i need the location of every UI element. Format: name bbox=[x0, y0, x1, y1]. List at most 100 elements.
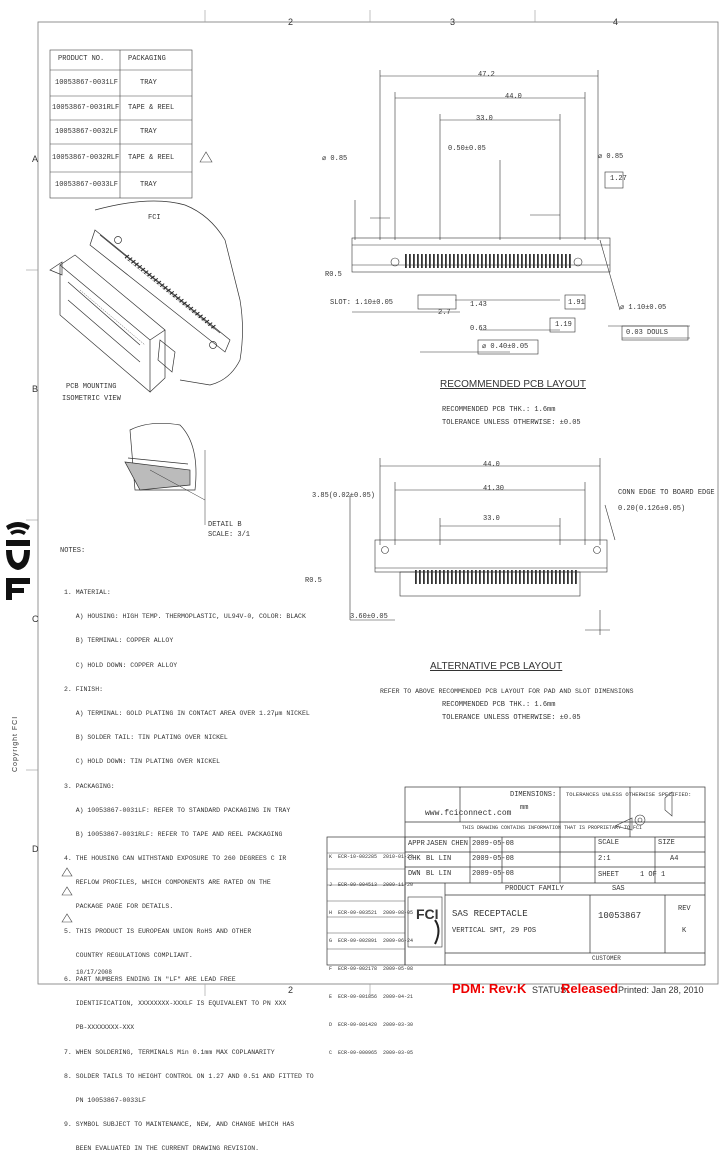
iso-pin bbox=[140, 267, 146, 272]
pin-pad bbox=[571, 570, 573, 584]
alt-layout-title: ALTERNATIVE PCB LAYOUT bbox=[430, 661, 563, 672]
dims-value: mm bbox=[520, 804, 529, 812]
pin-pad bbox=[409, 254, 411, 268]
iso-pin bbox=[156, 280, 162, 285]
pin-pad bbox=[417, 254, 419, 268]
table-cell: TRAY bbox=[140, 128, 157, 136]
drawing-title-1: SAS RECEPTACLE bbox=[452, 909, 528, 919]
revision-row: F ECR-09-002178 2009-05-08 bbox=[329, 966, 414, 972]
note-line: 5. THIS PRODUCT IS EUROPEAN UNION RoHS A… bbox=[64, 927, 252, 935]
pin-pad bbox=[469, 254, 471, 268]
drawn-name: BL LIN bbox=[426, 870, 452, 878]
table-header-packaging: PACKAGING bbox=[128, 55, 166, 63]
pin-pad bbox=[429, 254, 431, 268]
iso-pin bbox=[131, 259, 136, 264]
appr-label: APPR bbox=[408, 840, 425, 848]
dim-r: R0.5 bbox=[325, 271, 342, 279]
dim-y1: 1.43 bbox=[470, 301, 487, 309]
dims-label: DIMENSIONS: bbox=[510, 791, 557, 799]
note-line: 4. THE HOUSING CAN WITHSTAND EXPOSURE TO… bbox=[64, 855, 287, 863]
table-cell: 10053867-0031RLF bbox=[52, 104, 120, 112]
pin-pad bbox=[539, 570, 541, 584]
pin-pad bbox=[567, 570, 569, 584]
note-line: 3. PACKAGING: bbox=[64, 782, 115, 790]
pin-pad bbox=[439, 570, 441, 584]
pin-pad bbox=[559, 570, 561, 584]
revision-row: G ECR-09-002891 2009-06-24 bbox=[329, 938, 414, 944]
iso-pin bbox=[137, 264, 143, 269]
note-line: 7. WHEN SOLDERING, TERMINALS Min 0.1mm M… bbox=[64, 1048, 275, 1056]
pin-pad bbox=[489, 254, 491, 268]
pin-pad bbox=[457, 254, 459, 268]
size-value: A4 bbox=[670, 855, 679, 863]
alt-dim-44: 44.0 bbox=[483, 461, 500, 469]
iso-pin bbox=[172, 293, 178, 298]
iso-pin bbox=[153, 277, 159, 282]
table-cell: TAPE & REEL bbox=[128, 154, 175, 162]
proprietary-notice: THIS DRAWING CONTAINS INFORMATION THAT I… bbox=[462, 825, 643, 831]
pin-pad bbox=[437, 254, 439, 268]
pin-pad bbox=[477, 254, 479, 268]
iso-label-fci: FCI bbox=[148, 214, 161, 222]
pin-pad bbox=[515, 570, 517, 584]
iso-pin bbox=[179, 298, 184, 303]
table-cell: 10053867-0032LF bbox=[55, 128, 119, 136]
alt-layout-line1: REFER TO ABOVE RECOMMENDED PCB LAYOUT FO… bbox=[380, 688, 634, 695]
alt-dim-right2: 0.20(0.126±0.05) bbox=[618, 505, 686, 513]
dim-44: 44.0 bbox=[505, 93, 522, 101]
pin-pad bbox=[523, 570, 525, 584]
revision-history: K ECR-10-002285 2010-01-22 J ECR-09-0045… bbox=[329, 842, 413, 1072]
note-line: 6. PART NUMBERS ENDING IN "LF" ARE LEAD … bbox=[64, 976, 236, 983]
dim-note: 0.03 DOULS bbox=[626, 329, 669, 337]
revision-row: C ECR-09-000965 2009-03-05 bbox=[329, 1050, 414, 1056]
table-header-product: PRODUCT NO. bbox=[58, 55, 105, 63]
note-line: 2. FINISH: bbox=[64, 685, 104, 693]
iso-pin bbox=[166, 288, 171, 293]
note-line: COUNTRY REGULATIONS COMPLIANT. bbox=[64, 951, 193, 959]
pin-pad bbox=[453, 254, 455, 268]
dim-diam-top-right: ⌀ 0.85 bbox=[598, 153, 624, 161]
iso-pin bbox=[207, 322, 213, 327]
zone-left-c: C bbox=[32, 614, 39, 624]
iso-pin bbox=[211, 324, 216, 329]
iso-pin bbox=[134, 262, 139, 267]
zone-left-a: A bbox=[32, 154, 39, 164]
note-line: PN 10053867-0033LF bbox=[64, 1096, 146, 1104]
table-cell: TRAY bbox=[140, 181, 157, 189]
pin-pad bbox=[511, 570, 513, 584]
pin-pad bbox=[543, 570, 545, 584]
pin-pad bbox=[555, 570, 557, 584]
iso-pin bbox=[188, 306, 194, 311]
detail-b-label: DETAIL B bbox=[208, 521, 242, 529]
table-cell: 10053867-0031LF bbox=[55, 79, 119, 87]
pin-pad bbox=[459, 570, 461, 584]
pin-pad bbox=[471, 570, 473, 584]
pin-pad bbox=[485, 254, 487, 268]
pin-pad bbox=[421, 254, 423, 268]
fci-logo-icon bbox=[6, 522, 30, 600]
note-line: B) SOLDER TAIL: TIN PLATING OVER NICKEL bbox=[64, 734, 228, 742]
note-line: 1. MATERIAL: bbox=[64, 589, 111, 596]
pin-pad bbox=[565, 254, 567, 268]
iso-pin bbox=[147, 272, 152, 277]
scale-value: 2:1 bbox=[598, 855, 611, 863]
pin-pad bbox=[527, 570, 529, 584]
website-link[interactable]: www.fciconnect.com bbox=[425, 809, 512, 818]
pin-pad bbox=[569, 254, 571, 268]
iso-pin bbox=[150, 275, 155, 280]
status-value: Released bbox=[561, 981, 619, 996]
pin-pad bbox=[507, 570, 509, 584]
revision-row: D ECR-09-001420 2009-03-30 bbox=[329, 1022, 414, 1028]
drawn-date: 2009-05-08 bbox=[472, 870, 515, 878]
dim-pad: 1.27 bbox=[610, 175, 627, 183]
pin-pad bbox=[491, 570, 493, 584]
dim-diam-top-left: ⌀ 0.85 bbox=[322, 155, 348, 163]
pin-pad bbox=[419, 570, 421, 584]
note-line: A) 10053867-0031LF: REFER TO STANDARD PA… bbox=[64, 806, 291, 814]
alt-dim-left: 3.85(0.02±0.05) bbox=[312, 492, 376, 500]
alt-layout-line2: RECOMMENDED PCB THK.: 1.6mm bbox=[442, 701, 556, 709]
pcb-layout-title: RECOMMENDED PCB LAYOUT bbox=[440, 379, 586, 390]
dim-x1: 2.7 bbox=[438, 309, 451, 317]
pin-pad bbox=[551, 570, 553, 584]
pin-pad bbox=[549, 254, 551, 268]
